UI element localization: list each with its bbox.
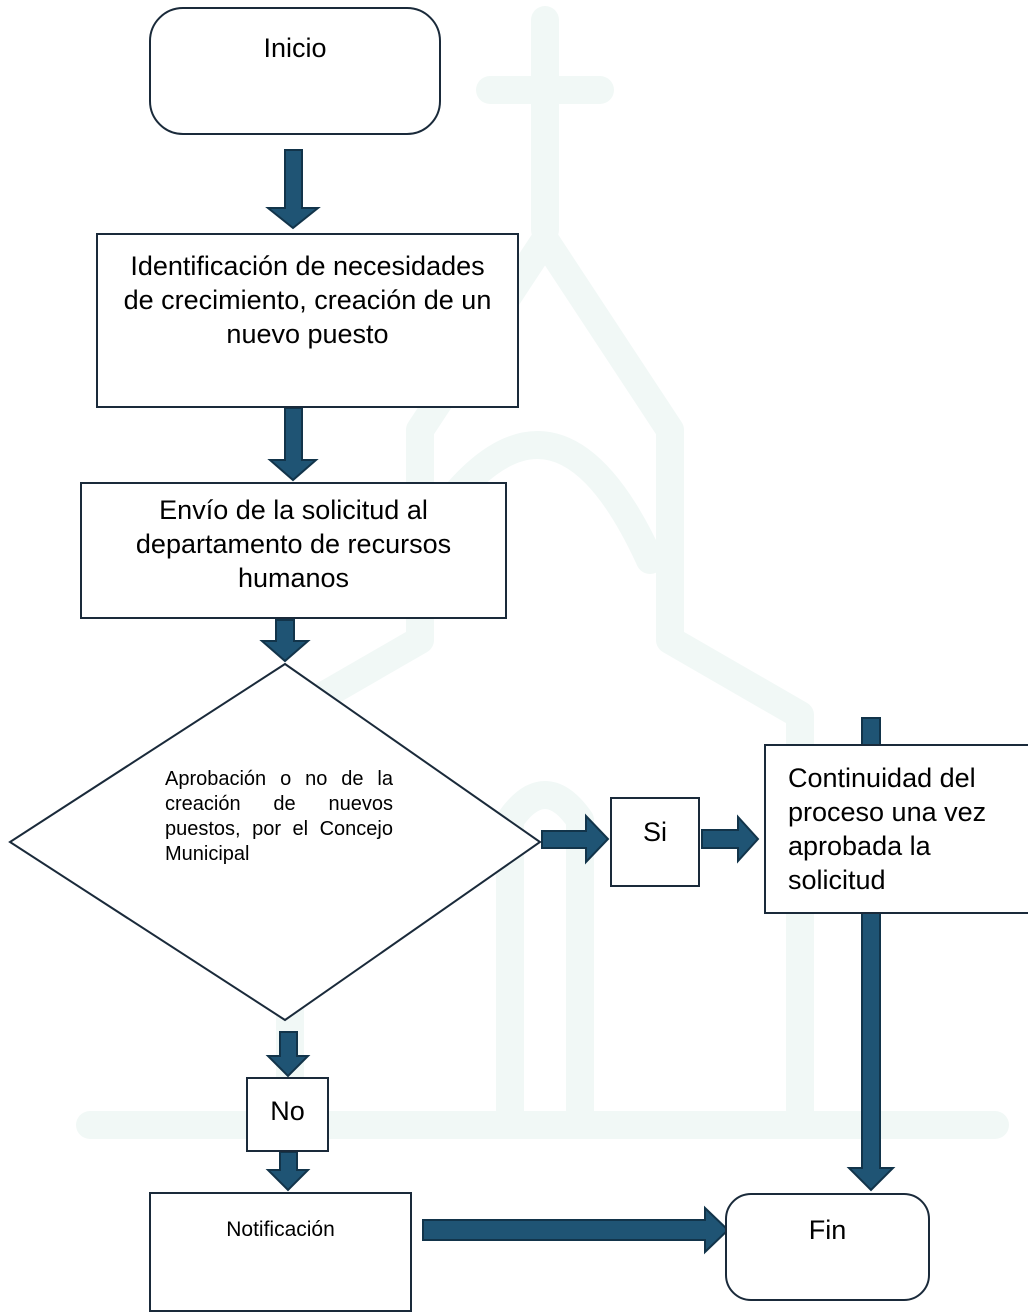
arrow-no-to-notify: [265, 1151, 311, 1192]
notify-label: Notificación: [226, 1218, 335, 1241]
send-node: Envío de la solicitud al departamento de…: [80, 482, 507, 619]
arrow-start-to-identify: [265, 149, 321, 230]
continue-node-box: Continuidad del proceso una vez aprobada…: [764, 744, 1028, 914]
identify-label: Identificación de necesidades de crecimi…: [123, 251, 492, 349]
arrow-send-to-decision: [259, 619, 311, 663]
notify-node: Notificación: [149, 1192, 412, 1312]
continue-label: Continuidad del proceso una vez aprobada…: [788, 763, 987, 895]
start-node: Inicio: [149, 7, 441, 135]
arrow-decision-to-no: [265, 1031, 311, 1078]
start-label: Inicio: [263, 33, 327, 63]
no-node: No: [246, 1077, 329, 1152]
arrow-decision-to-yes: [541, 813, 610, 865]
arrow-identify-to-send: [267, 407, 319, 482]
identify-node: Identificación de necesidades de crecimi…: [96, 233, 519, 408]
decision-diamond: [8, 662, 542, 1022]
decision-label: Aprobación o no de la creación de nuevos…: [165, 768, 393, 865]
yes-label: Si: [642, 817, 667, 847]
no-label: No: [270, 1096, 305, 1126]
arrow-yes-to-continue: [701, 814, 760, 864]
yes-node: Si: [610, 797, 700, 887]
end-label: Fin: [808, 1215, 847, 1245]
arrow-notify-to-fin: [422, 1205, 730, 1255]
send-label: Envío de la solicitud al departamento de…: [135, 495, 452, 593]
end-node: Fin: [725, 1193, 930, 1301]
